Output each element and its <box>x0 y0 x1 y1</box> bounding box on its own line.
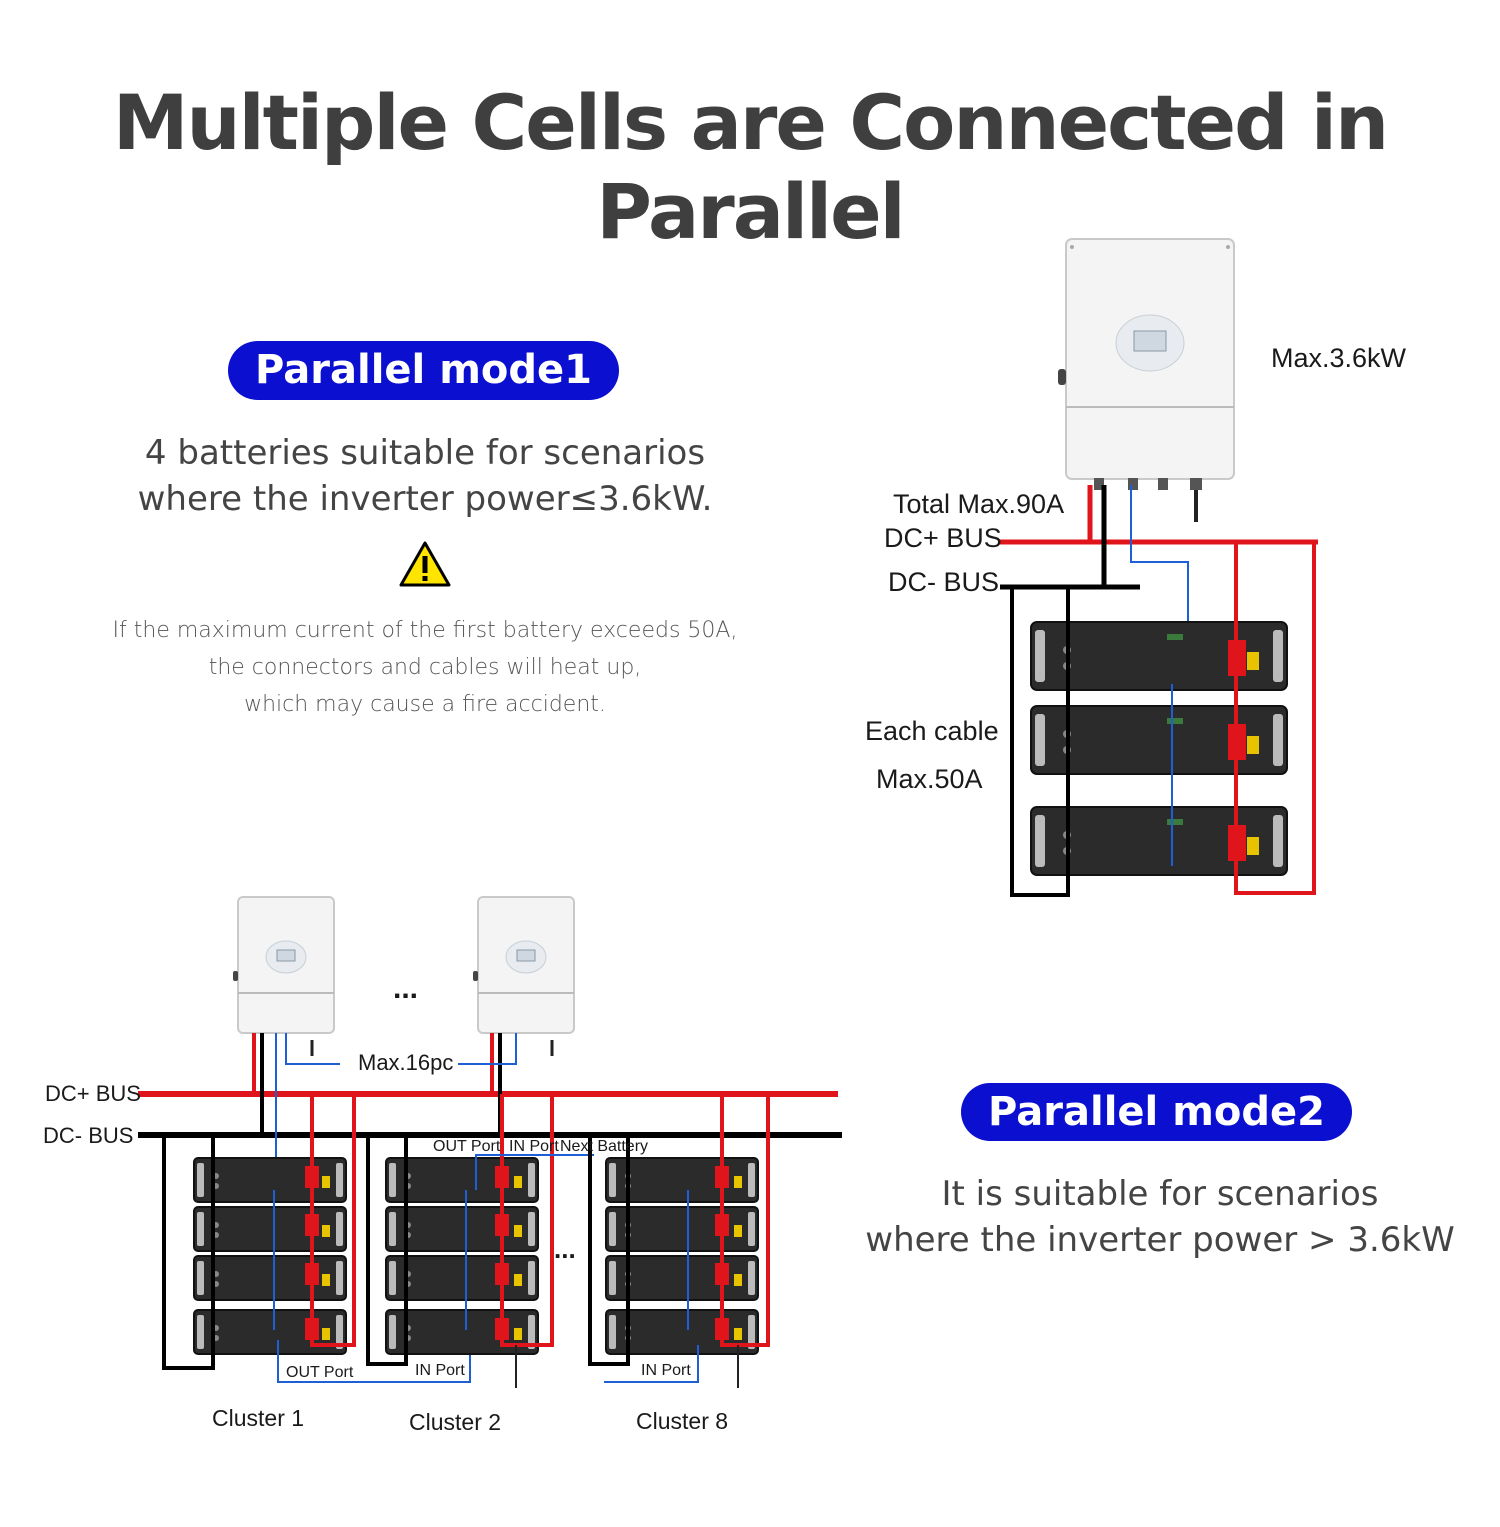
warning-line3: which may cause a fire accident. <box>244 692 606 717</box>
parallel-mode1-badge: Parallel mode1 <box>228 341 619 400</box>
in-port-top-label: IN Port <box>509 1138 559 1155</box>
out-port-top-label: OUT Port <box>433 1138 501 1155</box>
inverter-max-label: Max.3.6kW <box>1271 343 1407 373</box>
mode2-line2: where the inverter power > 3.6kW <box>865 1220 1455 1260</box>
max-inverters-label: Max.16pc <box>358 1050 454 1075</box>
parallel-mode2-badge: Parallel mode2 <box>961 1083 1352 1141</box>
out-port-bottom-label: OUT Port <box>286 1364 354 1381</box>
dc-minus-bus-label-2: DC- BUS <box>43 1123 134 1148</box>
inverter-cluster1 <box>232 896 335 1034</box>
each-cable-label: Each cable <box>865 716 999 746</box>
mode1-line2: where the inverter power≤3.6kW. <box>137 479 713 519</box>
warning-line2: the connectors and cables will heat up, <box>208 655 642 680</box>
cluster1-label: Cluster 1 <box>212 1405 305 1431</box>
dc-minus-bus-label-1: DC- BUS <box>888 567 1000 597</box>
dc-plus-bus-label-2: DC+ BUS <box>45 1081 141 1106</box>
inverter-cluster2 <box>472 896 575 1034</box>
mode2-description: It is suitable for scenarios where the i… <box>850 1171 1470 1263</box>
dc-plus-bus-label-1: DC+ BUS <box>884 523 1002 553</box>
cluster2-batteries <box>385 1157 539 1355</box>
inverter-ellipsis: ... <box>393 972 419 1005</box>
warning-text: If the maximum current of the first batt… <box>90 612 760 723</box>
in-port-bottom-label-cluster8: IN Port <box>641 1362 691 1379</box>
cluster2-label: Cluster 2 <box>409 1409 502 1435</box>
each-cable-max-label: Max.50A <box>876 764 983 794</box>
page-title: Multiple Cells are Connected in Parallel <box>112 78 1389 256</box>
cluster-ellipsis: ... <box>554 1234 576 1264</box>
total-max-label: Total Max.90A <box>893 489 1065 519</box>
mode1-line1: 4 batteries suitable for scenarios <box>144 433 706 473</box>
mode1-description: 4 batteries suitable for scenarios where… <box>100 430 750 522</box>
in-port-bottom-label-cluster2: IN Port <box>415 1362 465 1379</box>
mode2-line1: It is suitable for scenarios <box>941 1174 1379 1214</box>
warning-triangle-icon <box>399 541 451 587</box>
warning-line1: If the maximum current of the first batt… <box>112 618 738 643</box>
cluster8-label: Cluster 8 <box>636 1408 729 1434</box>
next-battery-label: Next Battery <box>560 1138 649 1155</box>
cluster1-batteries <box>193 1157 347 1355</box>
